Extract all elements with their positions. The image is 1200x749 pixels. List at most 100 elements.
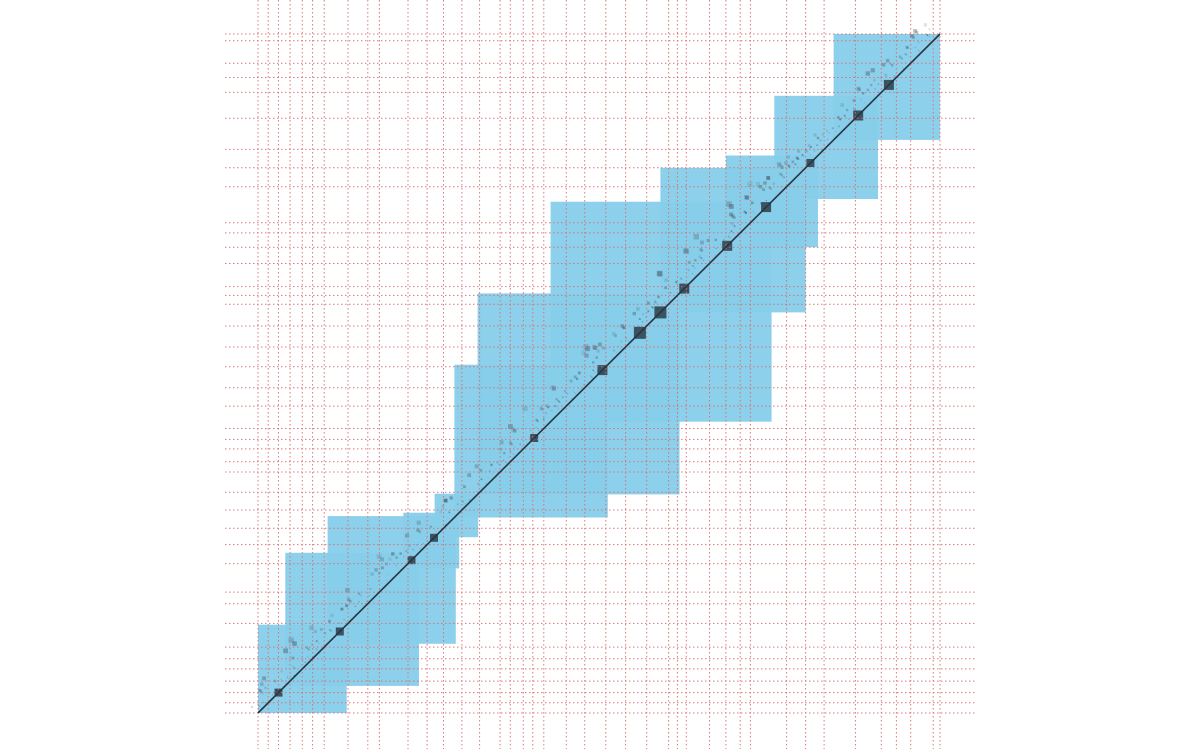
contact-cell — [490, 463, 493, 466]
contact-cell — [765, 199, 767, 201]
contact-cell — [652, 306, 654, 309]
contact-cell — [509, 441, 512, 445]
contact-cell — [904, 52, 907, 55]
contact-cell — [551, 409, 553, 412]
contact-cell — [419, 548, 421, 549]
contact-cell — [274, 680, 277, 683]
contact-cell — [807, 144, 811, 147]
contact-cell — [591, 377, 593, 379]
contact-cell — [614, 350, 616, 352]
contact-cell — [502, 467, 504, 469]
contact-cell — [435, 531, 437, 533]
contact-cell — [720, 244, 722, 246]
contact-cell — [693, 234, 699, 240]
contact-cell — [596, 349, 600, 353]
contact-cell — [744, 195, 749, 200]
contact-cell — [562, 396, 564, 399]
contact-cell — [691, 265, 694, 267]
contact-cell — [595, 356, 598, 359]
contact-cell — [679, 277, 682, 280]
contact-cell — [330, 630, 332, 632]
contact-cell — [687, 268, 690, 271]
contact-cell — [320, 628, 323, 631]
contact-cell — [729, 212, 733, 217]
contact-cell — [915, 31, 919, 35]
contact-cell — [906, 46, 909, 50]
contact-cell — [291, 656, 295, 660]
contact-cell — [462, 500, 464, 502]
contact-cell — [416, 520, 421, 525]
contact-cell — [762, 188, 765, 191]
contact-cell — [357, 592, 361, 595]
contact-cell — [645, 316, 647, 318]
contact-cell — [574, 392, 576, 394]
contact-cell — [602, 346, 605, 350]
contact-cell — [694, 267, 696, 269]
contact-cell — [578, 388, 580, 389]
contact-cell — [647, 310, 650, 313]
contact-cell — [814, 150, 816, 152]
contact-cell — [744, 211, 747, 214]
contact-cell — [293, 675, 295, 677]
contact-cell — [866, 88, 869, 91]
contact-cell — [545, 412, 547, 414]
contact-cell — [914, 46, 917, 49]
contact-cell — [700, 257, 703, 259]
contact-cell — [262, 676, 266, 681]
contact-cell — [508, 424, 513, 429]
contact-cell — [884, 73, 887, 76]
contact-cell — [512, 453, 514, 455]
contact-cell — [338, 622, 341, 624]
contact-cell — [496, 461, 499, 464]
contact-cell — [345, 604, 349, 608]
contact-cell — [614, 334, 617, 338]
contact-cell — [665, 304, 667, 306]
contact-cell — [380, 582, 382, 584]
contact-cell — [592, 370, 594, 372]
contact-cell — [304, 661, 306, 663]
contact-cell — [279, 685, 281, 687]
contact-cell — [928, 36, 930, 38]
contact-cell — [340, 607, 344, 611]
contact-cell — [885, 58, 890, 63]
contact-cell — [412, 548, 414, 551]
contact-cell — [551, 386, 556, 391]
contact-cell — [664, 286, 667, 290]
contact-cell — [827, 138, 828, 140]
contact-cell — [528, 436, 530, 438]
contact-cell — [323, 631, 326, 634]
contact-cell — [870, 83, 873, 87]
contact-cell — [522, 405, 528, 412]
contact-cell — [683, 248, 689, 254]
contact-cell — [345, 604, 348, 607]
contact-cell — [264, 686, 267, 690]
contact-cell — [464, 503, 466, 505]
contact-cell — [256, 711, 258, 713]
contact-cell — [316, 640, 318, 643]
contact-cell — [444, 498, 448, 503]
contact-cell — [627, 339, 629, 341]
diagonal-layer — [257, 33, 941, 714]
contact-cell — [399, 552, 402, 555]
contact-cell — [786, 155, 790, 159]
contact-cell — [730, 222, 734, 225]
contact-cell — [585, 346, 591, 352]
contact-cell — [280, 678, 282, 680]
contact-cell — [760, 202, 762, 204]
contact-cell — [612, 332, 616, 336]
contact-cell — [883, 80, 885, 82]
contact-cell — [340, 607, 344, 611]
contact-cell — [282, 680, 284, 682]
contact-cell — [715, 247, 717, 249]
contact-cell — [654, 301, 657, 304]
contact-cell — [462, 501, 464, 503]
contact-cell — [865, 71, 870, 76]
contact-cell — [405, 550, 408, 553]
contact-cell — [592, 361, 595, 364]
contact-cell — [730, 230, 733, 232]
contact-cell — [305, 662, 306, 663]
contact-cell — [448, 512, 451, 514]
contact-cell — [919, 51, 921, 53]
